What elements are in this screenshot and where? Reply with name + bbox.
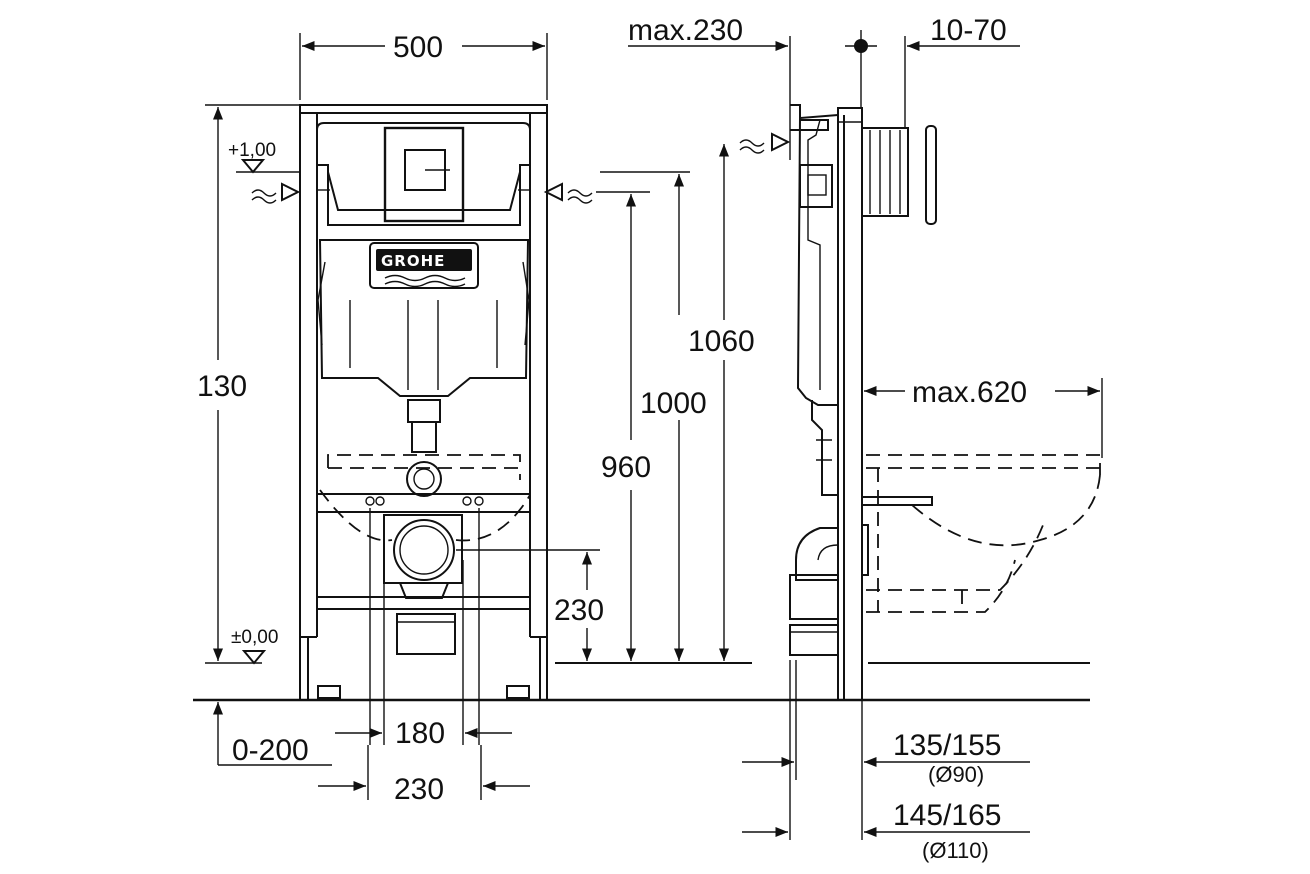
dim-10-70-label: 10-70	[930, 14, 1007, 47]
dim-max-620: max.620	[864, 376, 1103, 458]
dim-0-200-label: 0-200	[232, 734, 309, 767]
dim-1060: 1000	[600, 171, 707, 661]
floor-line	[193, 662, 1090, 702]
side-bowl-outline	[861, 454, 1101, 613]
brand-logo: GROHE	[381, 252, 445, 270]
dim-145-165: 145/165 (Ø110)	[742, 660, 1030, 863]
front-frame	[299, 104, 548, 700]
dim-max-230-label: max.230	[628, 14, 743, 47]
level-top-label: +1,00	[228, 140, 276, 161]
drain	[383, 514, 463, 655]
dim-135-155-note: (Ø90)	[928, 762, 984, 787]
wall-mark-icon	[845, 30, 877, 108]
dim-1060-side: 1060	[688, 144, 755, 661]
dim-10-70: 10-70	[904, 14, 1020, 128]
dim-height-130: 130	[197, 104, 300, 664]
dim-230-height-label: 230	[554, 594, 604, 627]
dim-180-label: 180	[395, 717, 445, 750]
dim-960: 960	[596, 191, 651, 661]
dim-230-width-label: 230	[394, 773, 444, 806]
dim-width-500: 500	[299, 31, 548, 100]
dim-135-155-label: 135/155	[893, 729, 1001, 762]
level-triangle-icon: +1,00 ±0,00	[228, 140, 300, 665]
dim-145-165-note: (Ø110)	[922, 838, 989, 863]
dim-130-label: 130	[197, 370, 247, 403]
level-bottom-label: ±0,00	[231, 627, 278, 648]
dim-135-155: 135/155 (Ø90)	[742, 660, 1030, 840]
side-water-inlet-icon	[739, 132, 791, 154]
cistern: GROHE	[317, 126, 530, 497]
mounting-holes	[365, 496, 484, 506]
dim-max-620-label: max.620	[912, 376, 1027, 409]
dim-1000-label: 1000	[640, 387, 707, 420]
dim-180-230: 180 230	[318, 508, 530, 806]
front-bowl-outline	[319, 454, 531, 542]
dim-max-230: max.230	[628, 14, 791, 160]
dim-960-label: 960	[601, 451, 651, 484]
dim-1060-label: 1060	[688, 325, 755, 358]
dim-0-200: 0-200	[212, 702, 332, 767]
water-inlet-arrow-icon	[251, 182, 593, 204]
dim-500-label: 500	[393, 31, 443, 64]
side-frame	[789, 104, 937, 701]
dim-145-165-label: 145/165	[893, 799, 1001, 832]
dim-230-height: 230	[456, 549, 604, 661]
